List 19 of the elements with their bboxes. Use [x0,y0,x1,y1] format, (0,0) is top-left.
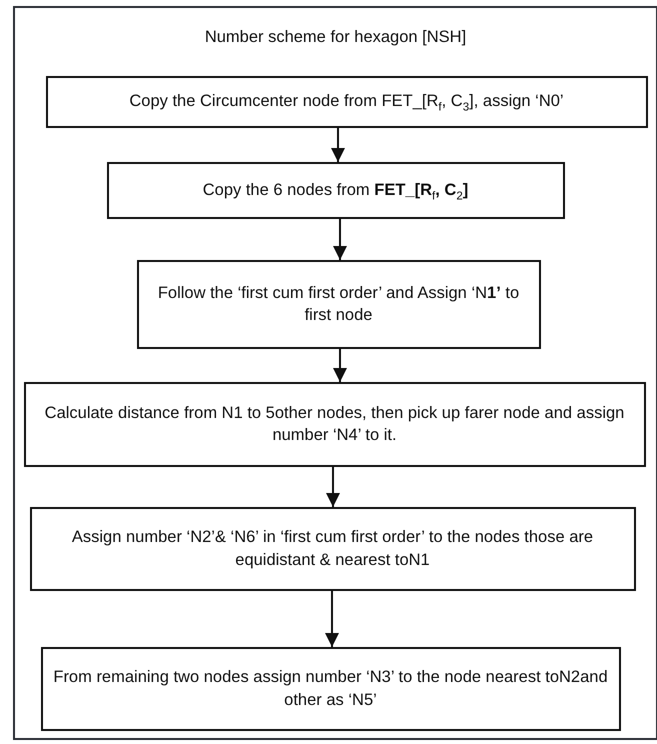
arrow [331,128,345,162]
process-box [46,76,648,128]
arrow [325,591,339,647]
process-box [106,162,564,218]
arrow [326,467,340,507]
step-text: Copy the 6 nodes from FET_[R$_{f}$, C$_{2}$] [202,180,470,202]
process-box [136,260,540,348]
step-text: Copy the Circumcenter node from FET_[R$_{f}$, C$_{3}$], assign ‘N0’ [128,91,565,113]
arrow [333,219,347,260]
process-box [24,382,646,466]
process-box [40,646,620,730]
frame-title: Number scheme for hexagon [NSH] [204,27,468,48]
step-text: Calculate distance from N1 to 5other nodes, then pick up farer node and assign number ‘N4’ to it. [44,402,626,446]
step-text: From remaining two nodes assign number ‘N3’ to the node nearest toN2and other as ‘N5’ [52,667,609,710]
step-text: Assign number ‘N2’& ‘N6’ in ‘first cum first order’ to the nodes those are equidistant & nearest toN1 [70,527,594,570]
step-text: Follow the ‘first cum first order’ and Assign ‘N1’ to first node [156,282,520,326]
process-box [30,506,636,590]
frame-box [13,6,657,740]
arrow [333,349,347,382]
